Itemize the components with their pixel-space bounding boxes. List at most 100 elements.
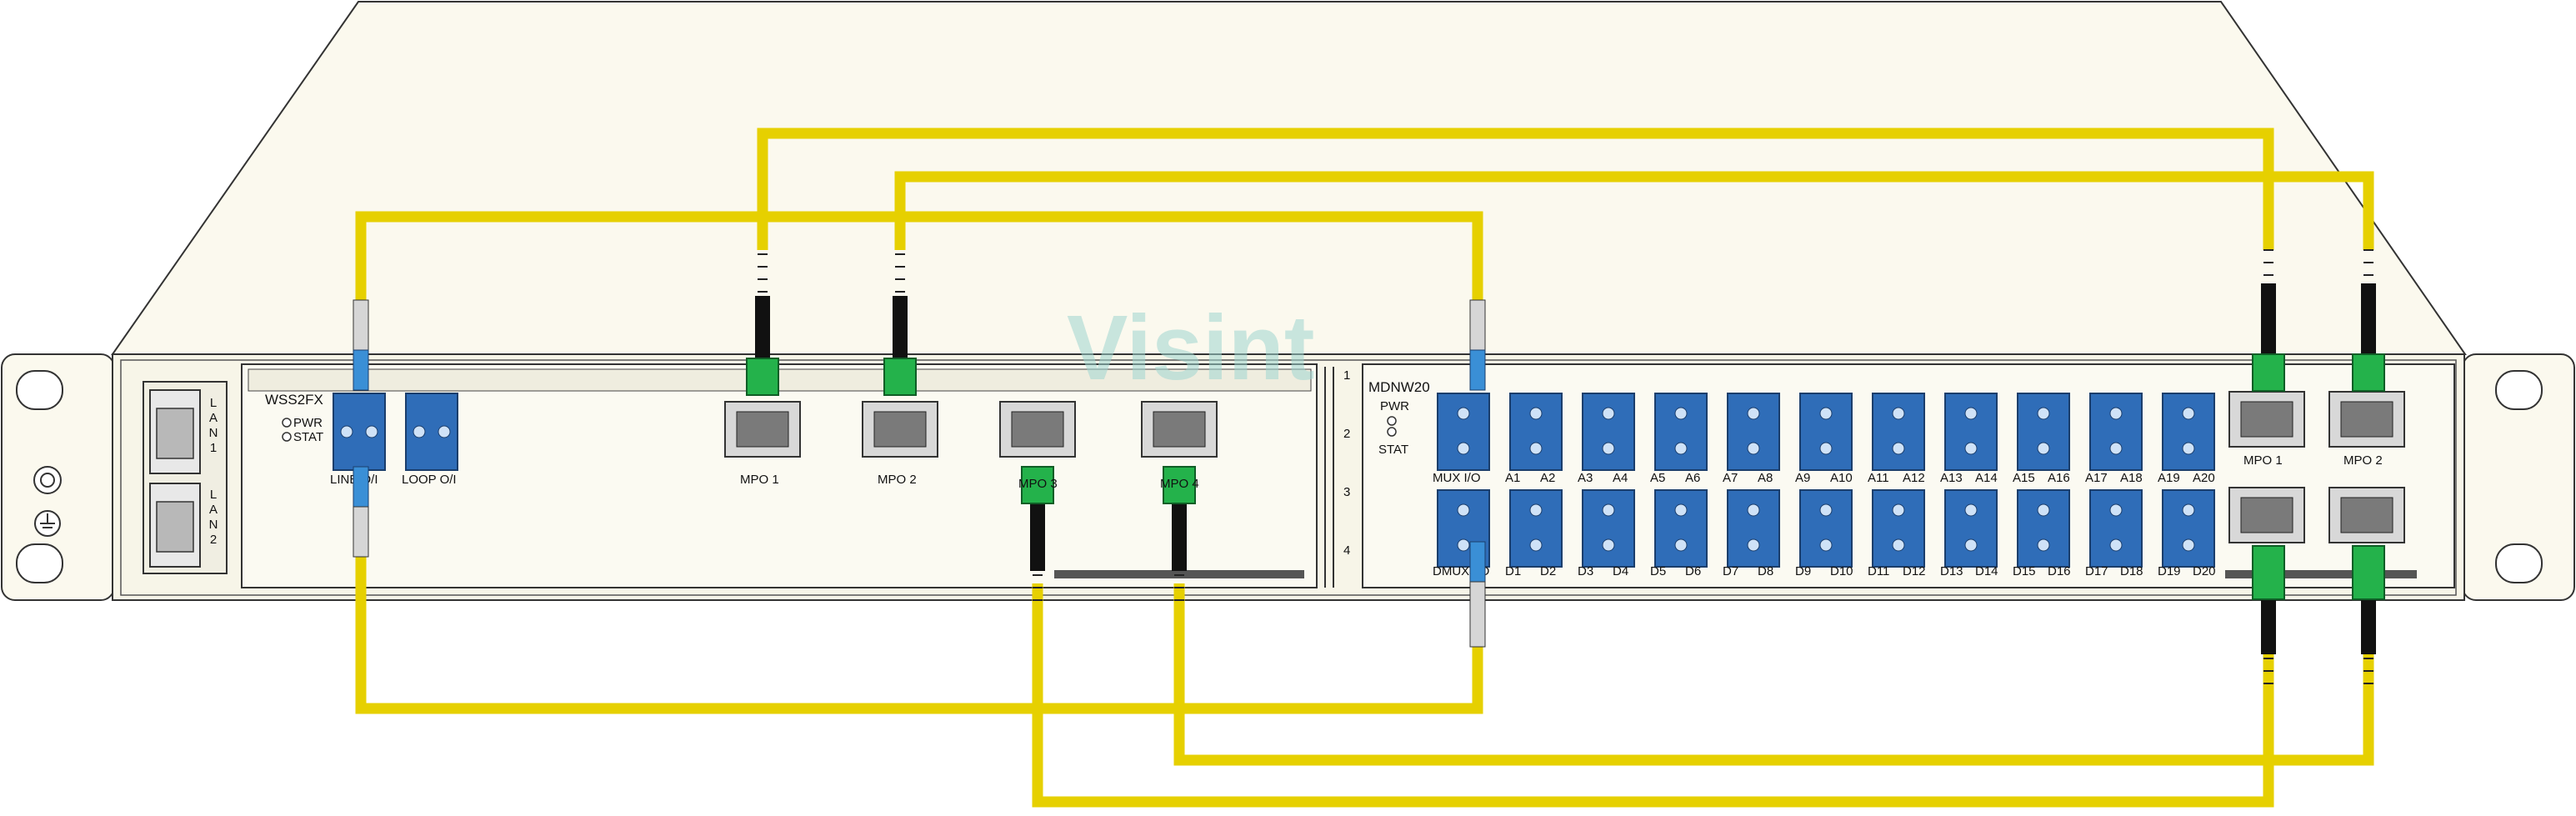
drop-label-7: D7 (1723, 564, 1738, 578)
drop-label-4: D4 (1613, 564, 1628, 578)
cable-mpo3-to-mpo1 (1032, 583, 2274, 808)
right-mpo2-top-port[interactable] (2328, 391, 2405, 448)
cable-loop-to-dmux (355, 517, 1483, 714)
wss-pwr-led (282, 418, 292, 428)
drop-port-pair-9[interactable] (2089, 489, 2143, 568)
mpo-connector-right-4 (2352, 545, 2385, 600)
drop-label-9: D9 (1795, 564, 1811, 578)
mdnw-stat-label: STAT (1378, 443, 1408, 457)
mpo-connector-right-3 (2252, 545, 2285, 600)
drop-label-2: D2 (1540, 564, 1556, 578)
mpo-connector-right-2 (2352, 353, 2385, 392)
add-label-11: A11 (1868, 471, 1889, 485)
drop-port-pair-10[interactable] (2162, 489, 2215, 568)
mdnw-stat-led (1387, 427, 1397, 437)
add-port-pair-2[interactable] (1582, 393, 1635, 471)
left-mpo3-port[interactable] (999, 401, 1076, 458)
left-mpo2-port[interactable] (862, 401, 938, 458)
wss2fx-title: WSS2FX (265, 392, 323, 408)
left-mpo3-label: MPO 3 (1018, 477, 1058, 491)
add-label-5: A5 (1650, 471, 1665, 485)
cable-mpo4-to-mpo2 (1173, 583, 2374, 766)
add-port-pair-7[interactable] (1944, 393, 1998, 471)
add-label-12: A12 (1903, 471, 1925, 485)
add-label-8: A8 (1758, 471, 1773, 485)
add-label-15: A15 (2013, 471, 2035, 485)
drop-label-18: D18 (2120, 564, 2143, 578)
add-label-7: A7 (1723, 471, 1738, 485)
mpo-connector-left-2 (883, 358, 917, 396)
drop-port-pair-1[interactable] (1509, 489, 1563, 568)
add-label-18: A18 (2120, 471, 2143, 485)
drop-label-6: D6 (1685, 564, 1701, 578)
drop-label-20: D20 (2193, 564, 2216, 578)
add-port-pair-3[interactable] (1654, 393, 1708, 471)
add-label-1: A1 (1505, 471, 1520, 485)
add-port-pair-8[interactable] (2017, 393, 2070, 471)
loop-port-label: LOOP O/I (402, 473, 457, 487)
add-label-10: A10 (1830, 471, 1853, 485)
wss-stat-label: STAT (293, 430, 323, 444)
drop-label-10: D10 (1830, 564, 1853, 578)
mux-port[interactable] (1437, 393, 1490, 471)
add-port-pair-4[interactable] (1727, 393, 1780, 471)
mpo-connector-left-4 (1163, 466, 1196, 504)
drop-label-19: D19 (2158, 564, 2181, 578)
mpo-connectors (746, 353, 2385, 600)
drop-port-pair-6[interactable] (1872, 489, 1925, 568)
add-label-6: A6 (1685, 471, 1700, 485)
drop-port-pair-2[interactable] (1582, 489, 1635, 568)
add-label-20: A20 (2193, 471, 2215, 485)
drop-port-pair-7[interactable] (1944, 489, 1998, 568)
right-mpo1-bottom-port[interactable] (2228, 487, 2305, 543)
add-label-2: A2 (1540, 471, 1555, 485)
cable-markings (758, 249, 2373, 684)
drop-label-8: D8 (1758, 564, 1773, 578)
left-mpo1-port[interactable] (724, 401, 801, 458)
line-port[interactable] (333, 393, 386, 471)
add-label-4: A4 (1613, 471, 1628, 485)
left-mpo1-label: MPO 1 (740, 473, 779, 487)
cable-line-to-mux (355, 211, 1483, 342)
loop-port[interactable] (405, 393, 458, 471)
drop-label-5: D5 (1650, 564, 1666, 578)
add-port-pair-5[interactable] (1799, 393, 1853, 471)
add-port-pair-1[interactable] (1509, 393, 1563, 471)
add-label-13: A13 (1940, 471, 1963, 485)
lc-connectors (353, 299, 1486, 648)
fiber-cables (355, 128, 2374, 808)
add-label-17: A17 (2085, 471, 2108, 485)
lan1-port[interactable] (149, 389, 201, 474)
add-label-9: A9 (1795, 471, 1810, 485)
watermark: Visint (1067, 297, 1315, 399)
left-mpo4-port[interactable] (1141, 401, 1218, 458)
slot-number-3: 3 (1343, 485, 1350, 499)
add-port-pair-9[interactable] (2089, 393, 2143, 471)
drop-port-pair-3[interactable] (1654, 489, 1708, 568)
mdnw20-title: MDNW20 (1368, 379, 1430, 395)
wss-stat-led (282, 432, 292, 442)
add-port-pair-10[interactable] (2162, 393, 2215, 471)
add-label-3: A3 (1578, 471, 1593, 485)
drop-port-pair-4[interactable] (1727, 489, 1780, 568)
drop-label-15: D15 (2013, 564, 2036, 578)
drop-label-11: D11 (1868, 564, 1889, 578)
add-port-pair-6[interactable] (1872, 393, 1925, 471)
right-mpo2-label: MPO 2 (2343, 453, 2383, 468)
ground-screw-icon (33, 466, 62, 494)
drop-label-16: D16 (2048, 564, 2071, 578)
drop-port-pair-5[interactable] (1799, 489, 1853, 568)
right-mpo2-bottom-port[interactable] (2328, 487, 2405, 543)
lan2-port[interactable] (149, 483, 201, 568)
drop-label-3: D3 (1578, 564, 1593, 578)
wss-pwr-label: PWR (293, 416, 323, 430)
slot-number-1: 1 (1343, 368, 1350, 383)
cable-mpo1-to-mpo1 (757, 128, 2274, 250)
right-mpo1-top-port[interactable] (2228, 391, 2305, 448)
add-label-19: A19 (2158, 471, 2180, 485)
mdnw-pwr-led (1387, 416, 1397, 426)
drop-port-pair-8[interactable] (2017, 489, 2070, 568)
